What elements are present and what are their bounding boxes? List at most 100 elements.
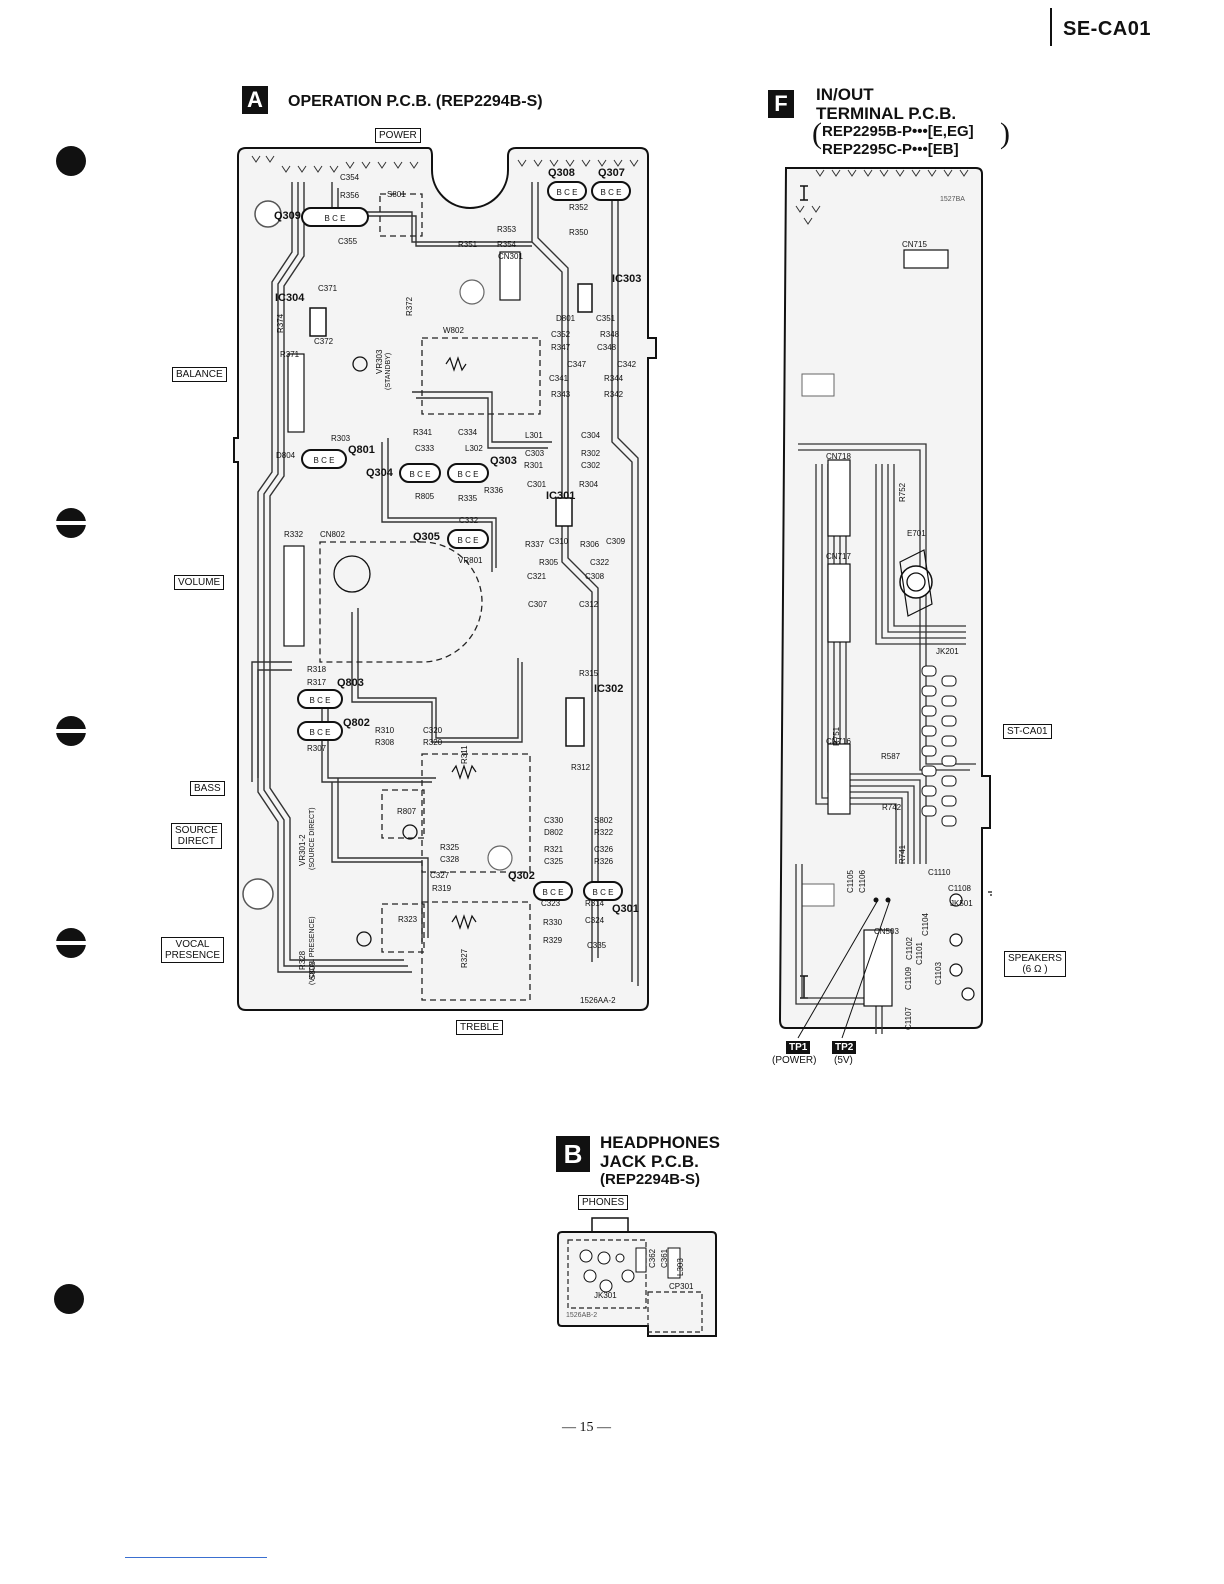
svg-text:B C E: B C E [593, 888, 614, 897]
part-cn716: CN716 [826, 737, 851, 746]
part-c354: C354 [340, 173, 360, 182]
board-b-title-2: JACK P.C.B. [600, 1152, 699, 1171]
part-r306: C310 [549, 537, 569, 546]
part-c301: C302 [581, 461, 601, 470]
part-r341: R342 [604, 390, 624, 399]
q802-label: Q802 [343, 717, 370, 729]
svg-text:B C E: B C E [310, 728, 331, 737]
part-s801: S801 [387, 190, 406, 199]
part-c1101: C1101 [915, 942, 924, 965]
part-c324: R319 [432, 884, 452, 893]
part-c323: C328 [440, 855, 460, 864]
part-c1110: C1110 [928, 868, 951, 877]
part-l302: C333 [415, 444, 435, 453]
part-r352: R352 [569, 203, 589, 212]
q309-label: Q309 [274, 210, 301, 222]
q308-label: Q308 [548, 167, 575, 179]
part-c328: C325 [544, 857, 564, 866]
binder-hole [56, 146, 86, 176]
board-b-title-3: (REP2294B-S) [600, 1171, 701, 1188]
part-r353: R353 [497, 225, 517, 234]
binder-hole [56, 716, 86, 746]
vocal-presence-label-line-2: PRESENCE [165, 950, 221, 961]
part-r312: R308 [375, 738, 395, 747]
part-c303: C304 [581, 431, 601, 440]
source-direct-note: (SOURCE DIRECT) [309, 807, 316, 870]
board-a-badge: A [242, 86, 268, 114]
part-r311: R310 [375, 726, 395, 735]
part-r308: C320 [423, 726, 443, 735]
part-c347: C348 [597, 343, 617, 352]
part-c302: R301 [524, 461, 544, 470]
svg-text:B C E: B C E [543, 888, 564, 897]
source-direct-label-line-2: DIRECT [177, 836, 216, 847]
board-b-pcb [557, 1217, 717, 1337]
q307-label: Q307 [598, 167, 625, 179]
part-c307: C308 [585, 572, 605, 581]
part-l303: L303 [676, 1258, 685, 1276]
part-cp301: CP301 [669, 1282, 694, 1291]
balance-label: BALANCE [172, 367, 227, 382]
part-r342: R343 [551, 390, 571, 399]
part-c325: R322 [594, 828, 614, 837]
part-r372: R372 [405, 296, 414, 316]
part-c312: C307 [528, 600, 548, 609]
part-c355: C355 [338, 237, 358, 246]
part-r751: R751 [832, 726, 841, 746]
q305-label: Q305 [413, 531, 440, 543]
source-direct-label-line-1: SOURCE [175, 825, 218, 836]
part-r374: R374 [276, 313, 285, 333]
speakers-label: SPEAKERS (6 Ω ) [1004, 951, 1066, 977]
part-e701: E701 [907, 529, 926, 538]
q303-label: Q303 [490, 455, 517, 467]
binder-hole [56, 508, 86, 538]
part-c326: D802 [544, 828, 564, 837]
part-c1107: C1107 [904, 1007, 913, 1030]
part-r354: R354 [497, 240, 517, 249]
svg-text:B C E: B C E [410, 470, 431, 479]
board-b-title-1: HEADPHONES [600, 1133, 720, 1152]
part-cn717: CN717 [826, 552, 851, 561]
part-r327: C335 [587, 941, 607, 950]
board-f-variant-1: REP2295B-P•••[E,EG] [822, 123, 974, 140]
part-r805: D804 [276, 451, 296, 460]
part-vr301-2: R311 [460, 745, 469, 764]
board-f-title-1: IN/OUT [816, 85, 874, 104]
part-l301: L302 [465, 444, 483, 453]
part-r329: R314 [585, 899, 605, 908]
q803-label: Q803 [337, 677, 364, 689]
tp-leaders [797, 899, 891, 1039]
source-direct-label: SOURCE DIRECT [171, 823, 222, 849]
part-d803: R328 [298, 950, 307, 970]
part-r332: C332 [459, 516, 479, 525]
part-r314: C327 [430, 871, 450, 880]
part-c333: C334 [458, 428, 478, 437]
part-r303: R304 [579, 480, 599, 489]
part-r347: R348 [600, 330, 620, 339]
ic301-label: IC301 [546, 490, 576, 502]
svg-text:B C E: B C E [458, 470, 479, 479]
board-f-variant-2: REP2295C-P•••[EB] [822, 141, 959, 158]
part-c304: L301 [525, 431, 543, 440]
board-a-title: OPERATION P.C.B. (REP2294B-S) [288, 93, 543, 110]
part-c311: C312 [579, 600, 599, 609]
power-label: POWER [375, 128, 421, 143]
part-r810: R318 [307, 665, 327, 674]
part-vr303: W802 [443, 326, 464, 335]
part-c1102: C1102 [905, 937, 914, 960]
st-ca01-label: ST-CA01 [1003, 724, 1052, 739]
ic303-label: IC303 [612, 273, 642, 285]
binder-hole [56, 928, 86, 958]
q302-label: Q302 [508, 870, 535, 882]
part-r337: VR801 [458, 556, 483, 565]
part-r350: R350 [569, 228, 589, 237]
part-c308: C321 [527, 572, 547, 581]
part-c362: C362 [648, 1248, 657, 1268]
part-s803: R323 [398, 915, 418, 924]
board-f-title-2: TERMINAL P.C.B. [816, 104, 957, 123]
part-cn715: CN715 [902, 240, 927, 249]
part-r301: R302 [581, 449, 601, 458]
board-a-part-number: 1526AA-2 [580, 996, 616, 1005]
part-c330: R312 [571, 763, 591, 772]
part-c361: C361 [660, 1248, 669, 1268]
